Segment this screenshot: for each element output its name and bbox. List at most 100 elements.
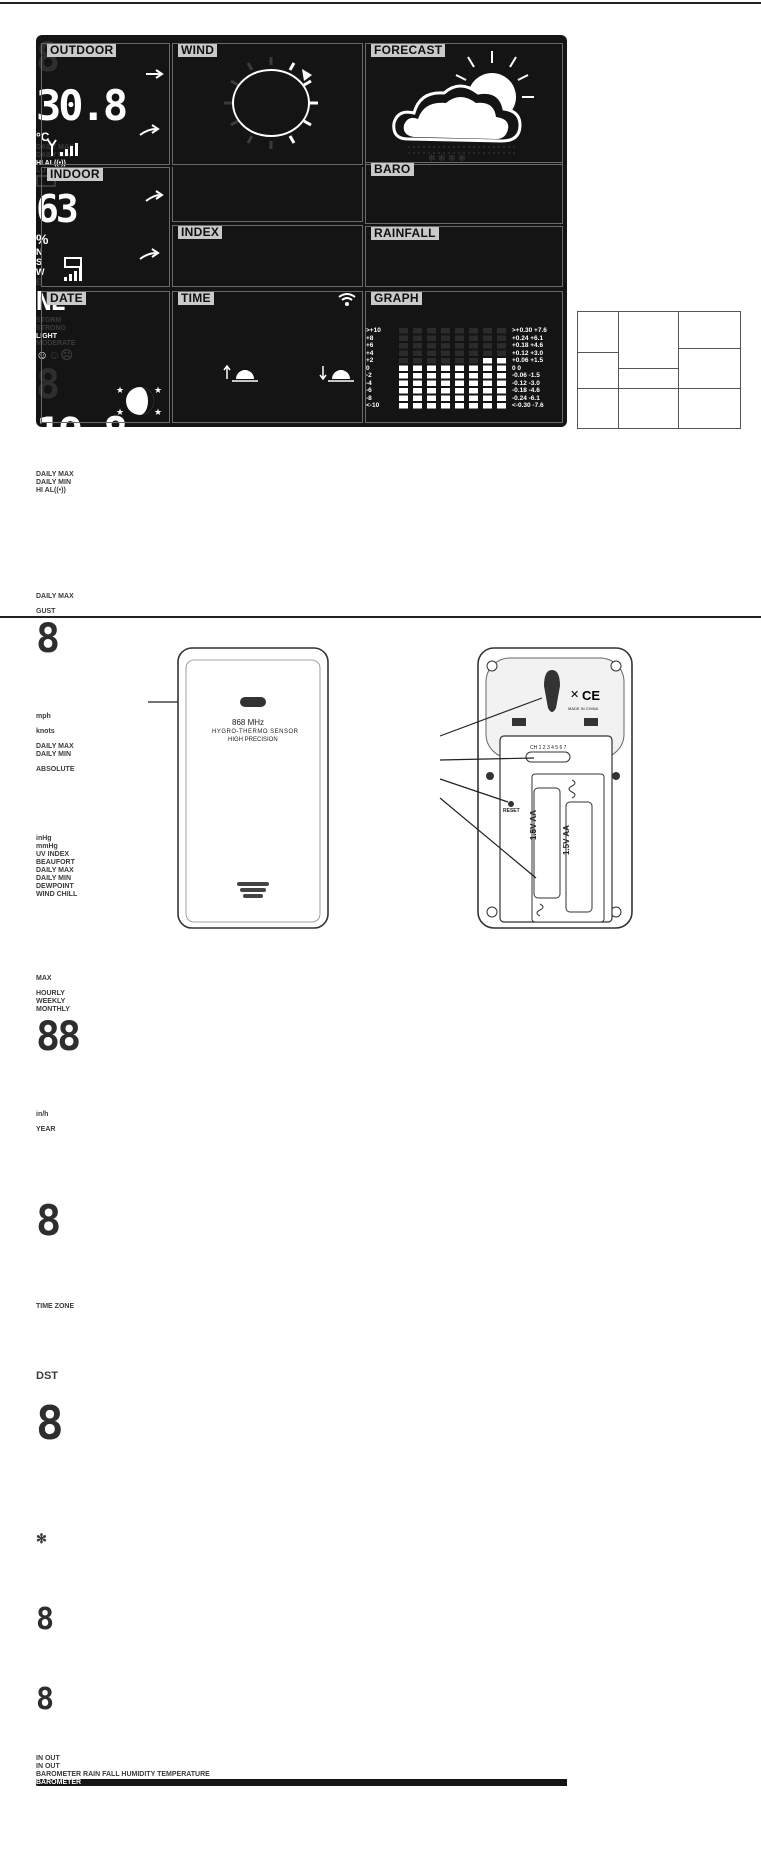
- rainfall-max: MAX: [36, 975, 52, 982]
- graph-left-label: +2: [366, 357, 374, 364]
- graph-cell: [497, 328, 506, 334]
- graph-tabs: BAROMETER RAIN FALL HUMIDITY TEMPERATURE: [36, 1771, 210, 1778]
- graph-cell: [455, 343, 464, 349]
- graph-col-inhg: inHg: [36, 1849, 52, 1856]
- graph-bar-segment: [455, 365, 464, 371]
- svg-text:★: ★: [154, 407, 162, 417]
- baro-unit-inhg: inHg: [36, 835, 52, 842]
- graph-right-label: >+0.30 +7.6: [512, 327, 547, 334]
- graph-right-label: -0.06 -1.5: [512, 372, 540, 379]
- time-sunset: SUNSET: [36, 1586, 69, 1595]
- graph-panel: [365, 291, 563, 423]
- graph-cell: [399, 350, 408, 356]
- graph-bar-segment: [483, 358, 492, 364]
- graph-bar-segment: [399, 403, 408, 409]
- graph-bar-segment: [469, 365, 478, 371]
- date-moon-phase: MOON PHASE: [36, 1311, 84, 1318]
- graph-left-label: -8: [366, 394, 372, 402]
- graph-right-label: <-0.30 -7.6: [512, 402, 544, 409]
- graph-left-label: -4: [366, 379, 372, 387]
- outdoor-daily-min: DAILY MIN: [36, 152, 72, 159]
- graph-bar-segment: [399, 365, 408, 371]
- baro-unit-hpa: hPa: [36, 828, 49, 835]
- graph-right-label: -0.24 -6.1: [512, 394, 540, 402]
- windspeed-panel: [172, 167, 363, 222]
- battery-label-2: 1.5V AA: [562, 825, 571, 855]
- graph-left-label: +8: [366, 334, 374, 342]
- graph-bar-segment: [441, 388, 450, 394]
- graph-cell: [427, 335, 436, 341]
- date-m-label: M: [36, 1294, 43, 1303]
- indoor-temperature: 19.8: [36, 408, 128, 457]
- indoor-daily-min: DAILY MIN: [36, 479, 72, 486]
- graph-cell: [483, 350, 492, 356]
- rainfall-header: RAINFALL: [371, 227, 439, 240]
- smiley-icon: ☺☺☹: [36, 348, 74, 362]
- sunset-time: 6:27: [36, 1717, 107, 1755]
- graph-bar-segment: [399, 380, 408, 386]
- graph-cell: [483, 343, 492, 349]
- graph-in-out-1: IN OUT: [36, 1755, 60, 1762]
- date-d-label: D: [36, 1183, 42, 1192]
- windspeed-hi-alarm: HI AL ((•)): [36, 586, 68, 593]
- graph-bar-segment: [427, 395, 436, 401]
- graph-cell: [399, 328, 408, 334]
- graph-col-48: -48: [36, 1800, 47, 1807]
- graph-barometer-tab: BAROMETER: [36, 1779, 567, 1786]
- graph-bar-segment: [413, 380, 422, 386]
- graph-cell: [469, 358, 478, 364]
- section-divider: [0, 616, 761, 618]
- graph-bar-segment: [469, 388, 478, 394]
- graph-cell: [455, 328, 464, 334]
- graph-bar-segment: [413, 373, 422, 379]
- graph-col-24: -24: [36, 1807, 47, 1814]
- sensor-back-illustration: [439, 647, 633, 929]
- date-header: DATE: [47, 292, 86, 305]
- battery-icon: [36, 175, 56, 187]
- windspeed-ghost-digit: 8: [36, 616, 60, 662]
- graph-bar-segment: [413, 395, 422, 401]
- baro-panel: [365, 162, 563, 224]
- back-channel-switch: CH 1 2 3 4 5 6 7: [530, 745, 567, 751]
- rainfall-weekly: WEEKLY: [36, 998, 66, 1005]
- outdoor-panel: [41, 43, 170, 165]
- rainfall-monthly: MONTHLY: [36, 1006, 70, 1013]
- graph-cell: [427, 328, 436, 334]
- graph-col-hpa: hPa: [36, 1786, 49, 1793]
- graph-cell: [427, 343, 436, 349]
- graph-bar-segment: [497, 358, 506, 364]
- graph-bar-segment: [483, 395, 492, 401]
- graph-cell: [413, 328, 422, 334]
- graph-bar-segment: [413, 403, 422, 409]
- index-unit: °C: [36, 957, 48, 968]
- outdoor-hi-alarm: HI AL((•)): [36, 160, 66, 167]
- sensor-frequency: 868 MHz: [232, 718, 265, 727]
- index-daily-max: DAILY MAX: [36, 867, 74, 874]
- forecast-header: FORECAST: [371, 44, 446, 57]
- windspeed-average: AVERAGE: [36, 601, 71, 608]
- indoor-hum-unit: %: [36, 570, 49, 586]
- legend-table: [577, 311, 741, 429]
- baro-daily-max: DAILY MAX: [36, 743, 74, 750]
- graph-bar-segment: [455, 388, 464, 394]
- indoor-daily-max: DAILY MAX: [36, 471, 74, 478]
- graph-header: GRAPH: [371, 292, 422, 305]
- graph-col-9: -9: [36, 1821, 43, 1828]
- windspeed-daily-max: DAILY MAX: [36, 593, 74, 600]
- rainfall-hi-alarm: HI AL ((•)): [36, 968, 68, 975]
- graph-left-label: +6: [366, 342, 374, 349]
- indoor-ghost-digit: 8: [36, 362, 60, 408]
- time-sunrise: SUNRISE: [36, 1577, 72, 1586]
- indoor-header: INDOOR: [47, 168, 103, 181]
- graph-right-label: +0.18 +4.6: [512, 342, 544, 349]
- indoor-hi-alarm: HI AL((•)): [36, 487, 66, 494]
- graph-right-label: -0.18 -4.6: [512, 387, 540, 394]
- graph-col-12: -12: [36, 1814, 47, 1821]
- baro-value: 1020: [36, 774, 138, 828]
- sunrise-ampm: AM: [36, 1595, 47, 1602]
- rainfall-unit-in: in/h: [36, 1111, 49, 1118]
- date-ghost-digit: 8: [36, 1196, 61, 1245]
- moon-phase-icon: ★★★★: [116, 385, 162, 417]
- indoor-lo-alarm: LO AL((•)): [36, 495, 69, 502]
- svg-text:✻ ✻ ✻ ✻: ✻ ✻ ✻ ✻: [428, 153, 466, 163]
